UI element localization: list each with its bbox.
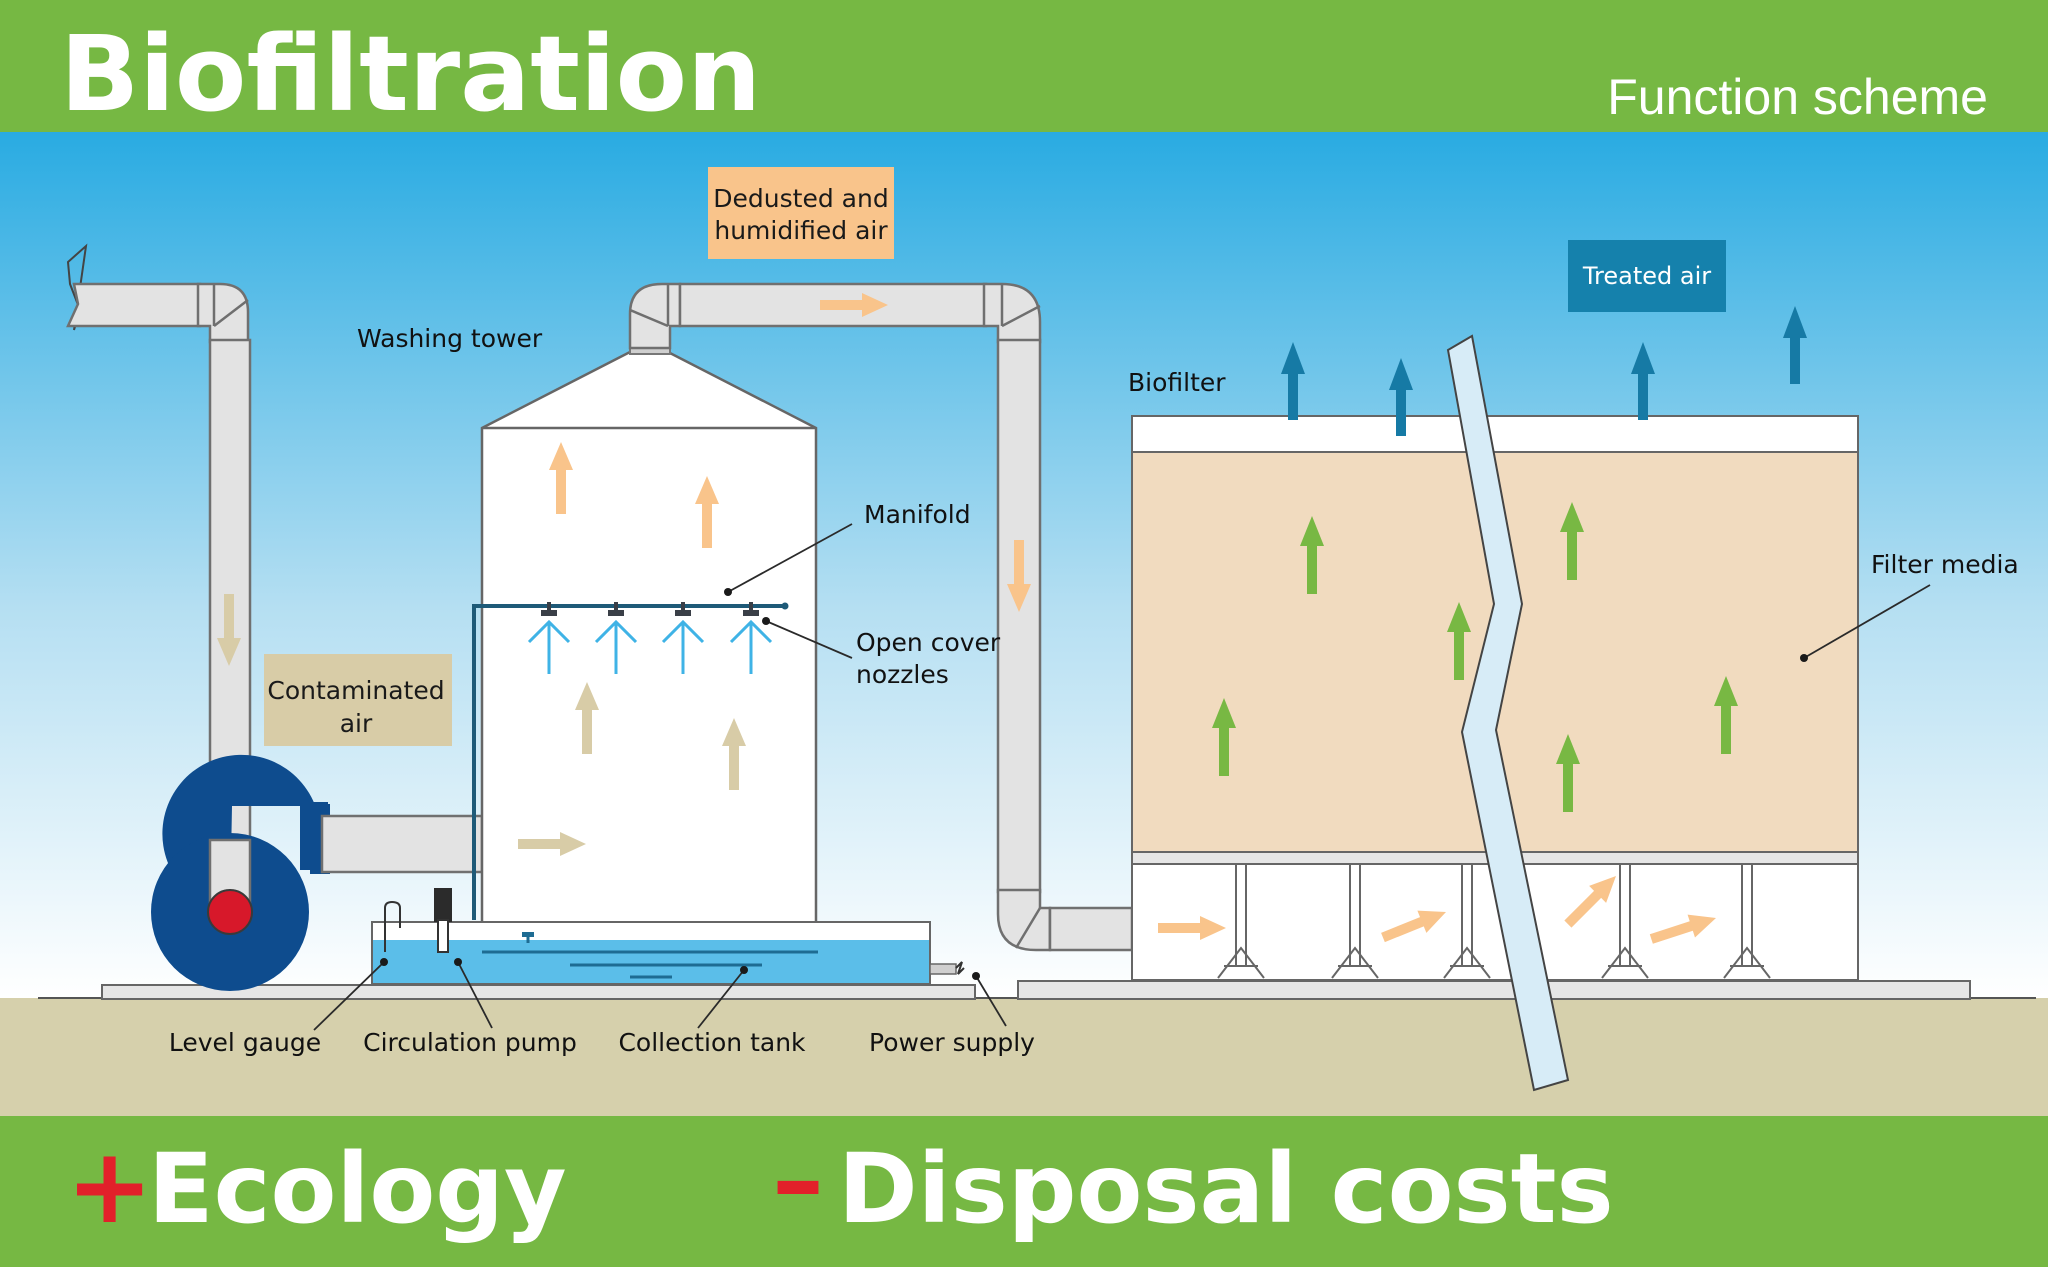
connecting-duct xyxy=(628,282,1134,952)
label-washing-tower: Washing tower xyxy=(357,324,543,353)
label-circulation-pump: Circulation pump xyxy=(363,1028,577,1057)
leader-level-gauge xyxy=(313,961,385,1031)
page-title: Biofiltration xyxy=(60,13,761,135)
label-collection-tank: Collection tank xyxy=(618,1028,806,1057)
label-power-supply: Power supply xyxy=(869,1028,1035,1057)
label-level-gauge: Level gauge xyxy=(169,1028,321,1057)
label-treated-air: Treated air xyxy=(1582,262,1711,290)
minus-icon: – xyxy=(772,1119,824,1241)
right-foundation xyxy=(1017,980,1971,1000)
leader-circulation-pump xyxy=(457,961,493,1029)
page-subtitle: Function scheme xyxy=(1607,69,1988,125)
ecology-text: Ecology xyxy=(148,1133,567,1245)
washing-tower xyxy=(480,343,818,926)
plus-icon: + xyxy=(66,1125,153,1247)
leader-nozzles xyxy=(765,620,853,659)
leader-dot xyxy=(762,617,770,625)
ground xyxy=(0,998,2048,1116)
leader-power-supply xyxy=(975,975,1007,1027)
contaminated-air-box xyxy=(264,654,452,746)
leader-dot xyxy=(724,588,732,596)
label-contaminated-line1: Contaminated xyxy=(267,676,444,705)
label-biofilter: Biofilter xyxy=(1128,368,1226,397)
label-contaminated-line2: air xyxy=(340,709,373,738)
leader-dot xyxy=(972,972,980,980)
collection-tank xyxy=(371,888,965,985)
blower-fan-icon xyxy=(151,754,330,991)
header-band xyxy=(0,0,2048,132)
label-manifold: Manifold xyxy=(864,500,971,529)
label-nozzles-line1: Open cover xyxy=(856,628,1001,657)
label-nozzles-line2: nozzles xyxy=(856,660,949,689)
treated-air-box xyxy=(1568,240,1726,312)
fan-outlet-duct xyxy=(320,814,484,874)
dedusted-air-box xyxy=(708,167,894,259)
leader-filter-media xyxy=(1803,584,1931,659)
label-dedusted-line1: Dedusted and xyxy=(713,184,888,213)
leader-manifold xyxy=(727,523,853,593)
footer-band xyxy=(0,1116,2048,1267)
break-symbol xyxy=(1446,334,1570,1092)
label-dedusted-line2: humidified air xyxy=(714,216,888,245)
leader-dot xyxy=(740,966,748,974)
leader-collection-tank xyxy=(697,969,745,1029)
leader-dot xyxy=(454,958,462,966)
leader-dot xyxy=(1800,654,1808,662)
leader-dot xyxy=(380,958,388,966)
label-filter-media: Filter media xyxy=(1871,550,2019,579)
disposal-costs-text: Disposal costs xyxy=(838,1133,1614,1245)
